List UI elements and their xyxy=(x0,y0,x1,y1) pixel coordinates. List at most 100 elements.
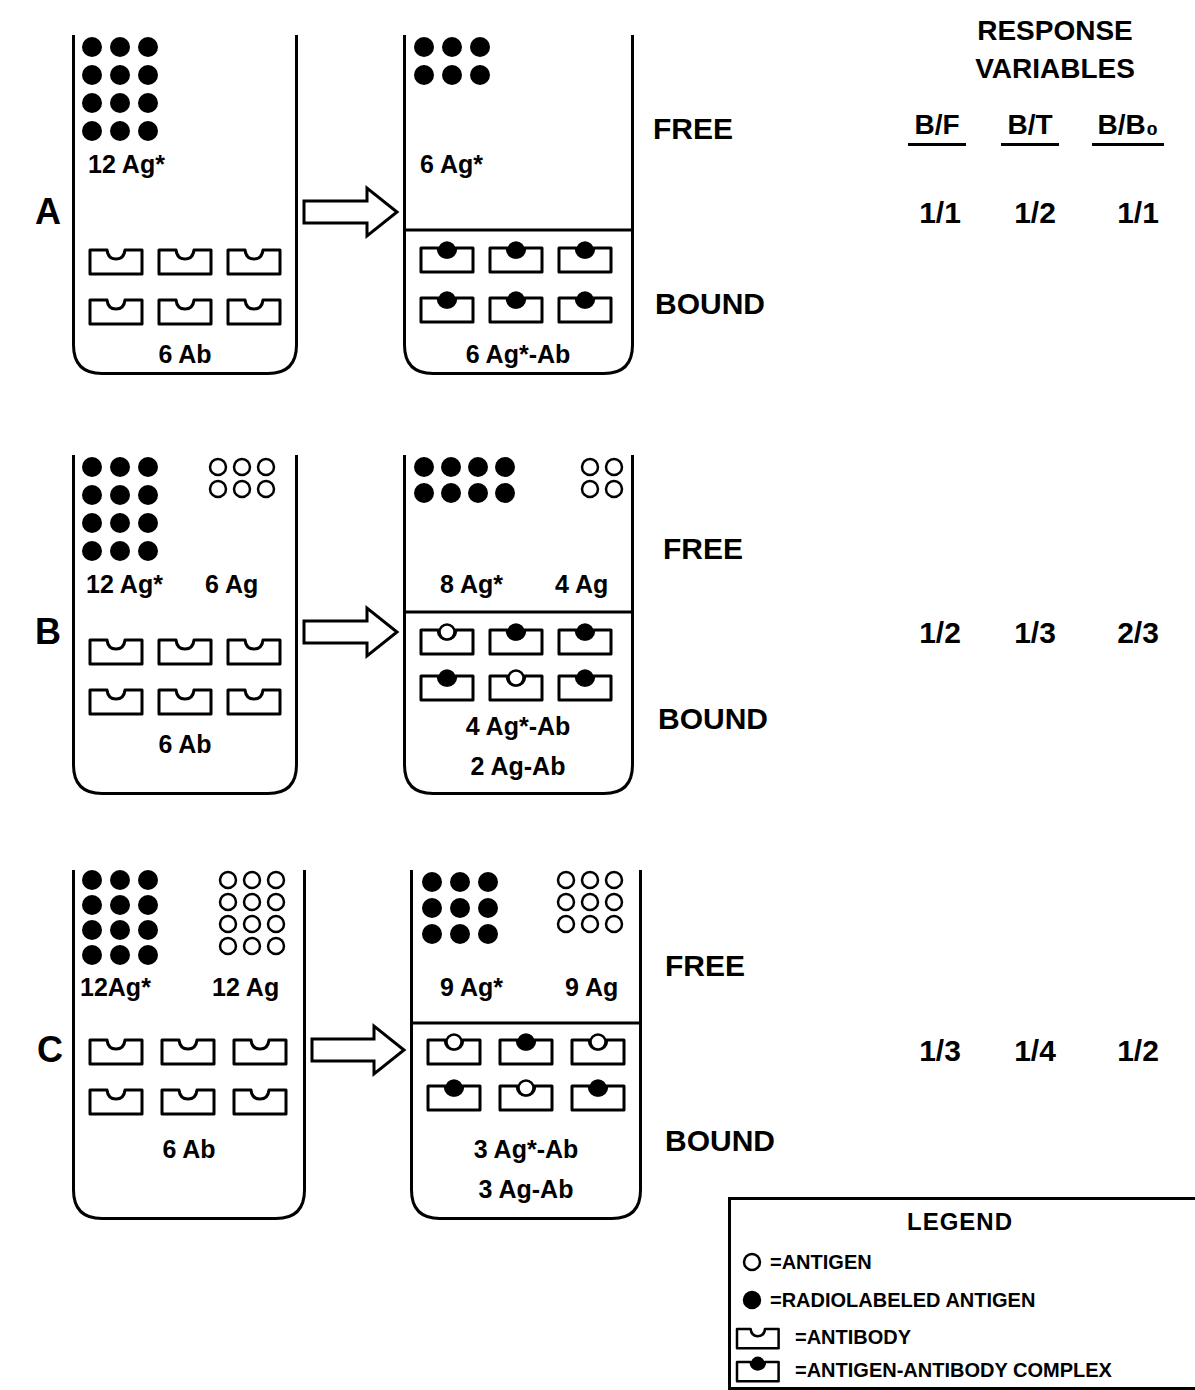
radiolabeled-antigen xyxy=(110,457,130,477)
tube-outline xyxy=(72,870,306,1220)
column-header: B/T xyxy=(1001,110,1058,147)
test-tube: 6 Ag* 6 Ag*-Ab xyxy=(403,35,634,375)
tube-outline xyxy=(403,455,634,795)
radiolabeled-antigen xyxy=(110,895,130,915)
molecule-count: 9 Ag* xyxy=(440,974,503,1002)
radiolabeled-antigen xyxy=(138,920,158,940)
radiolabeled-antigen xyxy=(138,485,158,505)
tube-outline xyxy=(403,35,634,375)
complex-symbol xyxy=(490,293,542,323)
antigen xyxy=(558,872,574,888)
molecule-count: 6 Ag xyxy=(205,571,258,599)
bound-antigen xyxy=(440,293,455,308)
radiolabeled-antigen xyxy=(441,483,461,503)
complex-symbol xyxy=(428,1081,480,1111)
radiolabeled-antigen xyxy=(470,37,490,57)
radiolabeled-antigen xyxy=(82,895,102,915)
radiolabeled-antigen xyxy=(110,121,130,141)
legend-entry: =ANTIGEN-ANTIBODY COMPLEX xyxy=(795,1359,1112,1381)
radiolabeled-antigen xyxy=(422,898,442,918)
radiolabeled-antigen xyxy=(110,920,130,940)
radiolabeled-antigen xyxy=(495,457,515,477)
radiolabeled-antigen xyxy=(414,457,434,477)
antigen xyxy=(268,916,284,932)
radiolabeled-antigen xyxy=(441,457,461,477)
radiolabeled-antigen xyxy=(138,37,158,57)
radiolabeled-antigen xyxy=(82,37,102,57)
antigen xyxy=(606,872,622,888)
complex-symbol xyxy=(559,293,611,323)
radiolabeled-antigen xyxy=(478,924,498,944)
legend-heading: LEGEND xyxy=(907,1209,1013,1235)
antigen xyxy=(558,916,574,932)
radiolabeled-antigen xyxy=(495,483,515,503)
ratio-value: 1/2 xyxy=(1117,1034,1159,1067)
complex-symbol xyxy=(500,1035,552,1065)
phase-divider xyxy=(410,1022,642,1025)
complex-symbol xyxy=(500,1081,552,1111)
radiolabeled-antigen xyxy=(442,65,462,85)
radiolabeled-antigen xyxy=(82,541,102,561)
radiolabeled-antigen xyxy=(468,483,488,503)
test-tube: 12 Ag*6 Ab xyxy=(72,35,298,375)
bound-antigen xyxy=(578,243,593,258)
molecule-count: 12 Ag xyxy=(212,974,279,1002)
antigen xyxy=(606,916,622,932)
process-arrow xyxy=(304,608,397,656)
radiolabeled-antigen xyxy=(82,457,102,477)
radiolabeled-antigen xyxy=(442,37,462,57)
molecule-count: 12Ag* xyxy=(80,974,151,1002)
radiolabeled-antigen xyxy=(138,513,158,533)
tube-wall xyxy=(74,870,305,1219)
complex-symbol xyxy=(428,1035,480,1065)
antibody-symbol xyxy=(159,250,211,274)
ratio-value: 1/1 xyxy=(1117,196,1159,229)
phase-label: BOUND xyxy=(658,702,768,735)
radiolabeled-antigen xyxy=(110,37,130,57)
process-arrow xyxy=(304,188,397,236)
molecule-count: 6 Ab xyxy=(162,1136,215,1164)
row-letter: A xyxy=(35,192,61,232)
legend-symbol xyxy=(734,1321,780,1353)
tube-wall xyxy=(412,870,641,1219)
antibody-symbol xyxy=(228,300,280,324)
ratio-value: 1/3 xyxy=(1014,616,1056,649)
phase-divider xyxy=(403,611,634,614)
radiolabeled-antigen xyxy=(110,513,130,533)
antibody-symbol xyxy=(228,640,280,664)
radiolabeled-antigen xyxy=(82,513,102,533)
molecule-count: 6 Ag* xyxy=(420,151,483,179)
radiolabeled-antigen xyxy=(82,485,102,505)
antibody-symbol xyxy=(90,250,142,274)
bound-antigen xyxy=(509,625,524,640)
radiolabeled-antigen xyxy=(138,93,158,113)
tube-wall xyxy=(405,455,633,794)
molecule-count: 3 Ag-Ab xyxy=(479,1176,574,1204)
ratio-value: 2/3 xyxy=(1117,616,1159,649)
bound-antigen xyxy=(752,1358,764,1370)
complex-symbol xyxy=(559,671,611,701)
bound-antigen xyxy=(440,625,455,640)
antigen xyxy=(582,894,598,910)
bound-antigen xyxy=(591,1035,606,1050)
phase-label: FREE xyxy=(663,532,743,565)
phase-label: FREE xyxy=(653,112,733,145)
legend-symbol xyxy=(734,1354,780,1386)
test-tube: 8 Ag*4 Ag4 Ag*-Ab2 Ag-Ab xyxy=(403,455,634,795)
molecule-count: 12 Ag* xyxy=(86,571,163,599)
complex-symbol xyxy=(490,625,542,655)
antigen xyxy=(582,916,598,932)
radiolabeled-antigen xyxy=(450,872,470,892)
antigen xyxy=(268,938,284,954)
ratio-value: 1/2 xyxy=(919,616,961,649)
antibody-symbol xyxy=(159,300,211,324)
complex-symbol xyxy=(572,1081,624,1111)
phase-label: BOUND xyxy=(665,1124,775,1157)
test-tube: 12Ag* 12 Ag 6 Ab xyxy=(72,870,306,1220)
radiolabeled-antigen xyxy=(450,924,470,944)
antigen xyxy=(582,459,598,475)
molecule-count: 6 Ag*-Ab xyxy=(466,341,571,369)
complex-symbol xyxy=(421,293,473,323)
antigen xyxy=(606,481,622,497)
radiolabeled-antigen xyxy=(82,65,102,85)
